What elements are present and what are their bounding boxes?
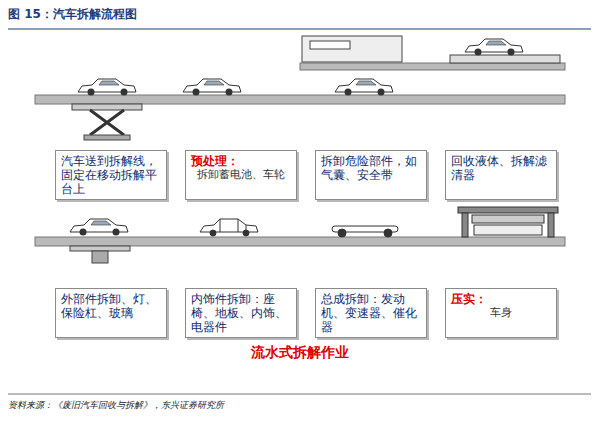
step-box: 汽车送到拆解线，固定在移动拆解平台上	[55, 150, 167, 200]
step-text: 汽车送到拆解线，固定在移动拆解平台上	[61, 154, 161, 196]
step-text: 内饰件拆卸：座椅、地板、内饰、电器件	[191, 292, 291, 334]
step-heading: 预处理：	[191, 154, 291, 168]
figure-title: 图 15：汽车拆解流程图	[8, 6, 137, 23]
step-text: 拆卸危险部件，如气囊、安全带	[321, 154, 421, 182]
flow-label: 流水式拆解作业	[0, 344, 599, 362]
step-heading: 压实：	[451, 292, 551, 306]
step-box: 预处理：拆卸蓄电池、车轮	[185, 150, 297, 200]
step-box: 回收液体、拆解滤清器	[445, 150, 557, 200]
step-box: 总成拆卸：发动机、变速器、催化器	[315, 288, 427, 338]
conveyor-upper	[300, 63, 565, 70]
step-text: 总成拆卸：发动机、变速器、催化器	[321, 292, 421, 334]
step-text: 外部件拆卸、灯、保险杠、玻璃	[61, 292, 161, 320]
conveyor	[35, 237, 565, 246]
source-caption: 资料来源：《废旧汽车回收与拆解》，东兴证券研究所	[8, 399, 224, 412]
step-box: 内饰件拆卸：座椅、地板、内饰、电器件	[185, 288, 297, 338]
machine	[302, 36, 402, 62]
step-text: 回收液体、拆解滤清器	[451, 154, 551, 182]
step-box: 压实：车身	[445, 288, 557, 338]
step-box: 外部件拆卸、灯、保险杠、玻璃	[55, 288, 167, 338]
step-text: 拆卸蓄电池、车轮	[191, 168, 291, 182]
step-text: 车身	[451, 306, 551, 320]
step-box: 拆卸危险部件，如气囊、安全带	[315, 150, 427, 200]
conveyor	[35, 95, 565, 104]
title-rule	[8, 28, 591, 29]
